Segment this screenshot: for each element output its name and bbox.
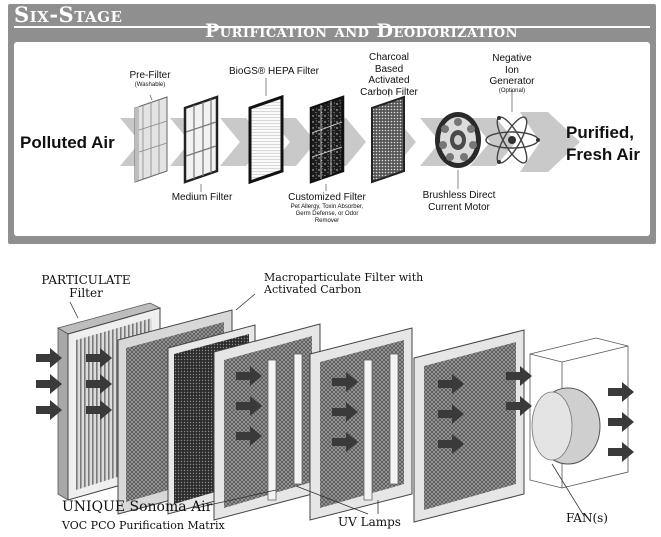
stage-label-text: Customized Filter [288, 192, 366, 203]
six-stage-panel: Six-Stage Purification and Deodorization [0, 0, 661, 250]
motor-icon [435, 112, 481, 168]
stage-label-note: (Washable) [134, 81, 166, 88]
pco-matrix-frame-2 [309, 327, 413, 521]
airflow-arrows [36, 348, 634, 462]
medium-filter-icon [183, 95, 219, 184]
macroparticulate-filter-label: Macroparticulate Filter with Activated C… [264, 271, 424, 297]
fan-icon [531, 387, 601, 465]
label-leaders [149, 78, 513, 192]
pre-filter-icon [134, 96, 168, 183]
stage-label-customized: Customized Filter Pet Allergy, Toxin Abs… [288, 192, 366, 225]
stage-label-text: Negative Ion Generator [489, 53, 535, 87]
stage-label-motor: Brushless Direct Current Motor [422, 190, 496, 213]
stage-label-carbon: Charcoal Based Activated Carbon Filter [360, 52, 418, 98]
matrix-graphics [36, 293, 634, 523]
sonoma-air-panel: PARTICULATE Filter Macroparticulate Filt… [0, 268, 661, 537]
matrix-title-label: UNIQUE Sonoma Air [62, 499, 213, 515]
stage-label-medium: Medium Filter [171, 192, 233, 203]
matrix-subtitle-label: VOC PCO Purification Matrix [62, 519, 225, 532]
panel-title: Six-Stage [14, 2, 123, 27]
carbon-filter-icon [371, 95, 405, 184]
particulate-filter-label: PARTICULATE Filter [41, 273, 131, 301]
stage-label-hepa: BioGS® HEPA Filter [229, 66, 319, 77]
stage-label-note: (Optional) [498, 87, 526, 94]
fans-label: FAN(s) [566, 511, 608, 525]
stage-graphics [120, 78, 580, 192]
hepa-filter-icon [248, 94, 284, 185]
stage-label-note: Pet Allergy, Toxin Absorber, Germ Defens… [290, 203, 364, 224]
ion-generator-icon [485, 116, 540, 164]
polluted-air-label: Polluted Air [20, 133, 115, 152]
purified-air-label: Purified, Fresh Air [566, 122, 656, 166]
stage-label-pre-filter: Pre-Filter (Washable) [128, 70, 172, 88]
purified-air-text: Purified, Fresh Air [566, 123, 641, 165]
title-rule [14, 26, 650, 28]
stage-label-text: Pre-Filter [129, 70, 171, 81]
stage-label-ion: Negative Ion Generator (Optional) [484, 53, 540, 94]
pco-matrix-frame-1 [213, 323, 321, 521]
uv-lamps-label: UV Lamps [338, 515, 401, 529]
panel-subtitle: Purification and Deodorization [205, 20, 518, 42]
customized-filter-icon [309, 95, 345, 184]
pco-matrix-frame-3 [413, 329, 525, 523]
callout-leaders [69, 293, 585, 517]
